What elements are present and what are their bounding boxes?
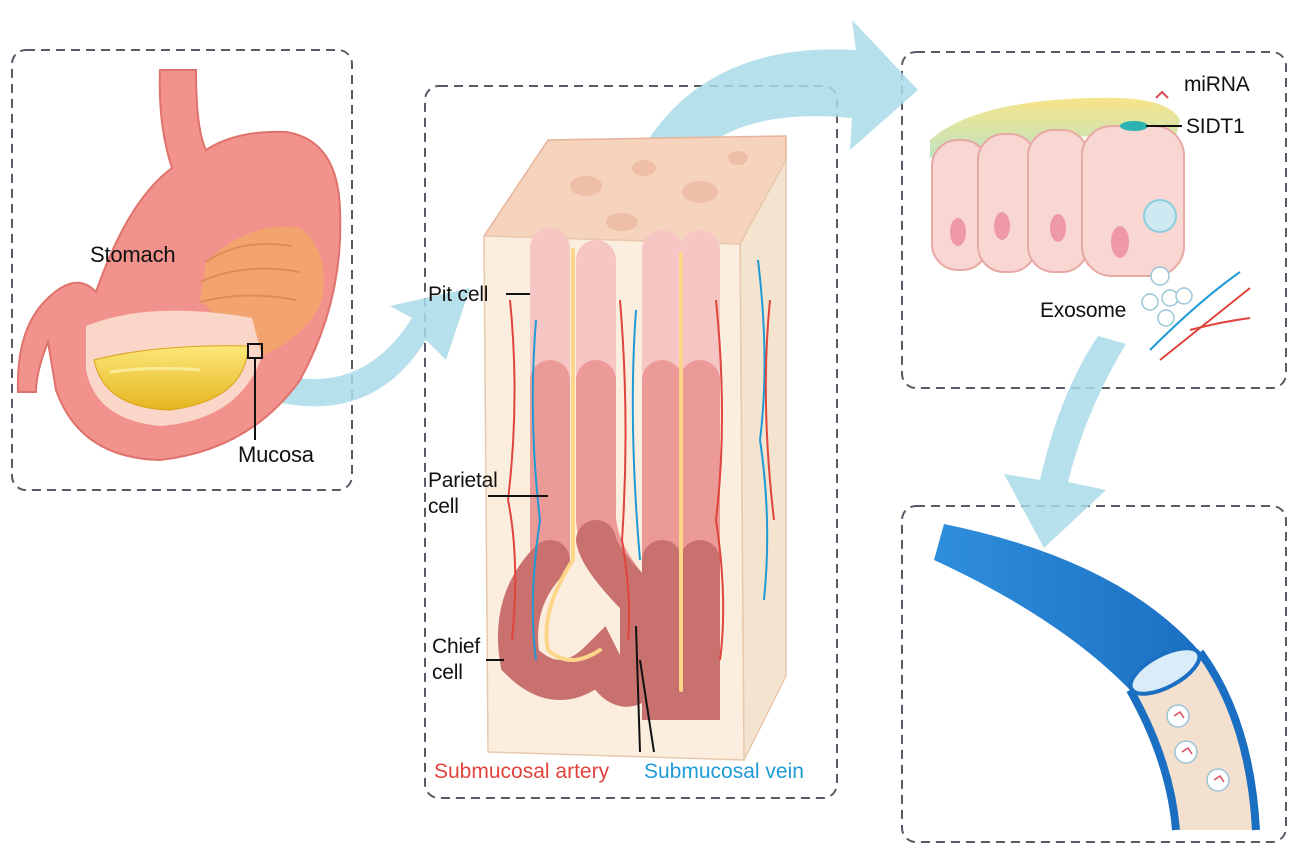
label-mirna: miRNA xyxy=(1184,73,1250,96)
stomach-illustration xyxy=(16,69,342,462)
label-submucosal-vein: Submucosal vein xyxy=(644,760,804,783)
flow-arrow-icon xyxy=(262,20,1126,548)
label-submucosal-artery: Submucosal artery xyxy=(434,760,610,783)
flow-arrow-3 xyxy=(1004,336,1126,548)
label-stomach: Stomach xyxy=(90,242,176,267)
label-sidt1: SIDT1 xyxy=(1186,115,1245,138)
blood-vessel-illustration xyxy=(934,524,1260,831)
panel-vessel xyxy=(901,505,1287,843)
label-mucosa: Mucosa xyxy=(238,442,314,467)
flow-arrow-2 xyxy=(628,20,918,196)
epithelial-cell-illustration xyxy=(930,90,1251,361)
gastric-gland-illustration xyxy=(482,135,787,761)
flow-arrow-1 xyxy=(262,288,470,407)
label-parietal-cell: Parietal cell xyxy=(428,469,498,518)
label-pit-cell: Pit cell xyxy=(428,283,489,306)
label-chief-cell: Chief cell xyxy=(432,635,481,684)
panel-stomach xyxy=(11,49,353,491)
label-exosome: Exosome xyxy=(1040,299,1127,322)
